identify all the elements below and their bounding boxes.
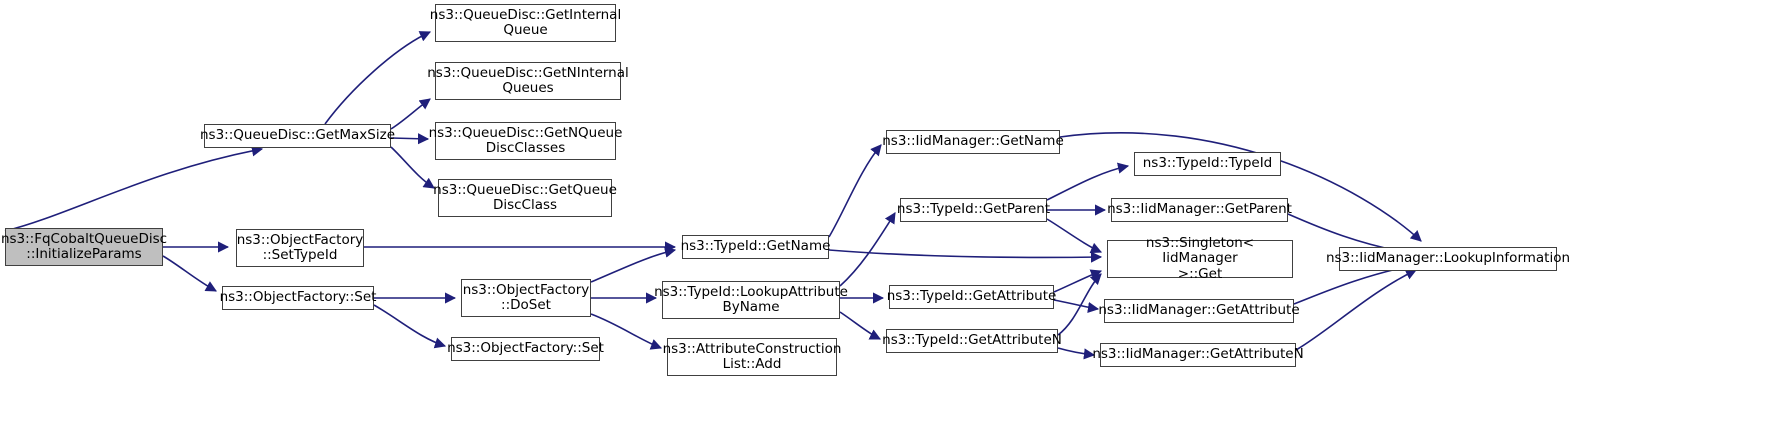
call-edge-lookupattrbyname-to-getparent xyxy=(839,212,896,287)
graph-node-iidgetparent[interactable]: ns3::IidManager::GetParent xyxy=(1107,198,1292,222)
call-edge-ofset-to-ofset2 xyxy=(373,304,447,349)
call-edge-lookupattrbyname-to-getattributen xyxy=(839,311,882,340)
call-edge-getattributen-to-singletonget xyxy=(1057,273,1102,336)
graph-node-iidgetattribute[interactable]: ns3::IidManager::GetAttribute xyxy=(1098,299,1300,323)
call-edge-getname-to-singletonget xyxy=(828,249,1103,263)
call-edge-root-to-getmaxsize xyxy=(4,145,264,232)
graph-node-iidgetattributen[interactable]: ns3::IidManager::GetAttributeN xyxy=(1092,343,1304,367)
call-edge-getmaxsize-to-getninternalqueues xyxy=(390,98,431,130)
call-edge-iidgetattributen-to-lookupinfo xyxy=(1295,269,1418,351)
graph-node-getninternalqueues[interactable]: ns3::QueueDisc::GetNInternal Queues xyxy=(427,62,629,100)
graph-node-getattribute[interactable]: ns3::TypeId::GetAttribute xyxy=(887,285,1056,309)
graph-node-getnqueuediscclasses[interactable]: ns3::QueueDisc::GetNQueue DiscClasses xyxy=(429,122,622,160)
call-edge-getattribute-to-singletonget xyxy=(1053,269,1103,293)
graph-node-getqueuediscclass[interactable]: ns3::QueueDisc::GetQueue DiscClass xyxy=(433,179,617,217)
graph-node-iidgetname[interactable]: ns3::IidManager::GetName xyxy=(882,130,1064,154)
call-edge-getparent-to-singletonget xyxy=(1046,218,1103,254)
call-edge-getattribute-to-iidgetattribute xyxy=(1053,299,1100,314)
call-edge-iidgetname-to-lookupinfo xyxy=(1059,132,1422,242)
graph-node-lookupattrbyname[interactable]: ns3::TypeId::LookupAttribute ByName xyxy=(654,281,848,319)
graph-node-getmaxsize[interactable]: ns3::QueueDisc::GetMaxSize xyxy=(200,124,395,148)
call-edge-getmaxsize-to-getinternalqueue xyxy=(324,31,432,125)
graph-node-getattributen[interactable]: ns3::TypeId::GetAttributeN xyxy=(882,329,1062,353)
call-edge-getattributen-to-iidgetattributen xyxy=(1057,347,1096,360)
graph-node-getinternalqueue[interactable]: ns3::QueueDisc::GetInternal Queue xyxy=(430,4,621,42)
call-edge-getname-to-iidgetname xyxy=(828,144,882,238)
graph-node-getname[interactable]: ns3::TypeId::GetName xyxy=(681,235,830,259)
call-edge-root-to-ofset xyxy=(162,255,217,292)
graph-node-typeidtypeid[interactable]: ns3::TypeId::TypeId xyxy=(1134,152,1281,176)
graph-node-singletonget[interactable]: ns3::Singleton< IidManager >::Get xyxy=(1107,235,1293,282)
call-edge-getmaxsize-to-getnqueuediscclasses xyxy=(390,133,430,145)
graph-node-root[interactable]: ns3::FqCobaltQueueDisc ::InitializeParam… xyxy=(1,228,167,266)
graph-node-settypeid[interactable]: ns3::ObjectFactory ::SetTypeId xyxy=(236,229,364,267)
graph-node-aclistadd[interactable]: ns3::AttributeConstruction List::Add xyxy=(663,338,841,376)
graph-node-ofset[interactable]: ns3::ObjectFactory::Set xyxy=(220,286,376,310)
graph-node-ofset2[interactable]: ns3::ObjectFactory::Set xyxy=(447,337,604,361)
call-edge-getparent-to-typeidtypeid xyxy=(1046,162,1130,201)
call-edge-doset-to-getname xyxy=(590,246,677,283)
call-edge-getmaxsize-to-getqueuediscclass xyxy=(390,146,435,189)
graph-node-getparent[interactable]: ns3::TypeId::GetParent xyxy=(897,198,1050,222)
graph-node-doset[interactable]: ns3::ObjectFactory ::DoSet xyxy=(461,279,591,317)
graph-node-lookupinfo[interactable]: ns3::IidManager::LookupInformation xyxy=(1326,247,1570,271)
